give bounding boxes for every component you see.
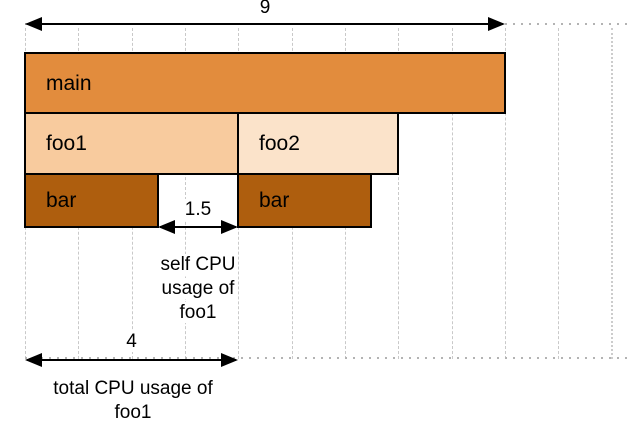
arrowhead-right-icon	[488, 17, 505, 31]
arrow-shaft	[27, 359, 236, 361]
grid-line	[398, 28, 399, 359]
frame-foo2: foo2	[237, 112, 399, 175]
frame-label: bar	[46, 189, 77, 212]
frame-label: foo1	[46, 132, 87, 155]
frame-main: main	[24, 52, 506, 114]
arrow-shaft	[160, 226, 236, 228]
frame-foo1: foo1	[24, 112, 239, 175]
frame-bar-left: bar	[24, 173, 159, 228]
grid-line	[558, 28, 559, 359]
measurement-value-total-foo1: 4	[25, 331, 238, 353]
grid-line	[185, 28, 186, 359]
caption-total-cpu-usage: total CPU usage of foo1	[53, 378, 213, 423]
frame-bar-right: bar	[237, 173, 372, 228]
arrow-shaft	[27, 23, 503, 25]
frame-label: bar	[259, 189, 290, 212]
arrowhead-right-icon	[221, 353, 238, 367]
caption-self-cpu-usage: self CPU usage of foo1	[158, 254, 238, 323]
grid-line	[611, 28, 613, 359]
frame-label: foo2	[259, 132, 300, 155]
frame-label: main	[46, 71, 92, 95]
guide-line-bottom	[25, 357, 630, 359]
grid-line	[452, 28, 453, 359]
grid-line	[505, 28, 506, 359]
arrow-total-width	[25, 17, 505, 31]
arrow-total-foo1	[25, 353, 238, 367]
arrowhead-right-icon	[221, 220, 238, 234]
measurement-value-self-foo1: 1.5	[158, 199, 238, 221]
arrow-self-foo1	[158, 220, 238, 234]
measurement-value-total-width: 9	[259, 0, 271, 18]
